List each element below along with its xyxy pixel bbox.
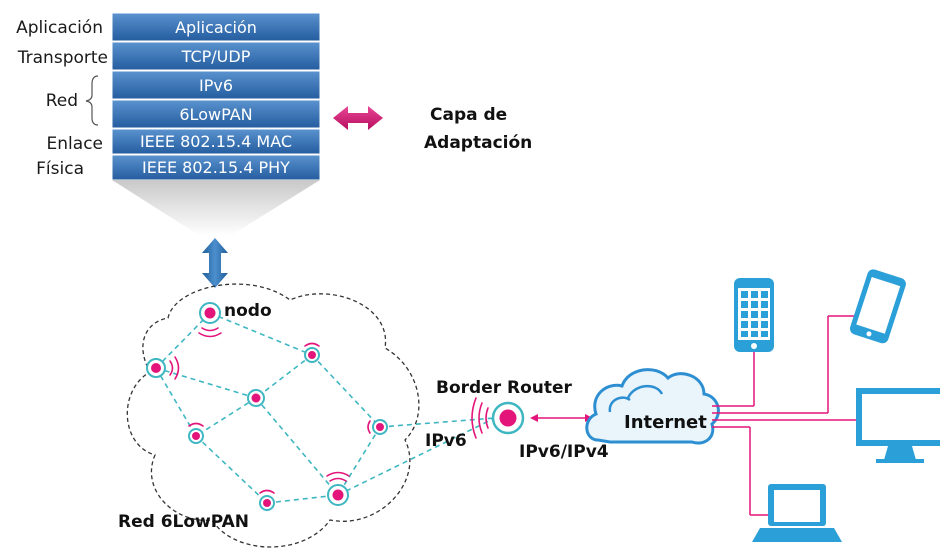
stack-layer-label: 6LowPAN [179,105,252,124]
side-label-enlace: Enlace [47,134,103,154]
adaptation-label-line1: Capa de [430,105,507,125]
side-label-red: Red [46,91,78,111]
protocol-stack: Aplicación TCP/UDP IPv6 6LowPAN IEEE 802… [111,12,321,236]
side-label-transporte: Transporte [17,48,108,68]
monitor-icon [856,388,940,463]
stack-layer-label: TCP/UDP [181,47,251,66]
vertical-double-arrow-icon [202,238,228,288]
internet-label: Internet [624,412,707,433]
mesh-links [155,312,496,504]
side-label-fisica: Física [36,159,84,179]
mesh-node [198,302,222,338]
adaptation-label-line2: Adaptación [424,133,532,153]
ipv6-ipv4-label: IPv6/IPv4 [519,442,609,462]
mesh-node [146,356,180,380]
border-router [471,397,525,439]
laptop-icon [752,484,842,542]
border-router-label: Border Router [436,378,573,398]
mesh-node [367,419,388,435]
node-label: nodo [224,301,272,321]
stack-layer-6lowpan: 6LowPAN [111,99,321,129]
mesh-node [304,342,320,363]
stack-layer-mac: IEEE 802.15.4 MAC [111,128,321,155]
stack-layer-phy: IEEE 802.15.4 PHY [111,154,321,181]
smartphone-icon [734,278,774,352]
stack-layer-tcp-udp: TCP/UDP [111,41,321,71]
router-internet-arrow-icon [530,414,593,422]
stack-layer-label: IEEE 802.15.4 MAC [140,132,292,151]
stack-layer-label: Aplicación [175,18,257,37]
mesh-node [247,389,265,407]
mesh-node [326,471,350,506]
mesh-node [259,489,275,511]
adaptation-double-arrow-icon [333,106,383,130]
stack-layer-label: IPv6 [199,76,233,95]
side-label-aplicacion: Aplicación [16,18,103,38]
device-connections [712,315,856,516]
red-bracket [85,75,99,126]
stack-layer-aplicacion: Aplicación [111,12,321,42]
tablet-icon [849,269,906,344]
stack-funnel [112,180,320,236]
stack-layer-ipv6: IPv6 [111,70,321,100]
mesh-node [188,422,204,444]
ipv6-label: IPv6 [425,431,467,451]
network-label: Red 6LowPAN [118,512,249,532]
stack-layer-label: IEEE 802.15.4 PHY [142,158,290,177]
